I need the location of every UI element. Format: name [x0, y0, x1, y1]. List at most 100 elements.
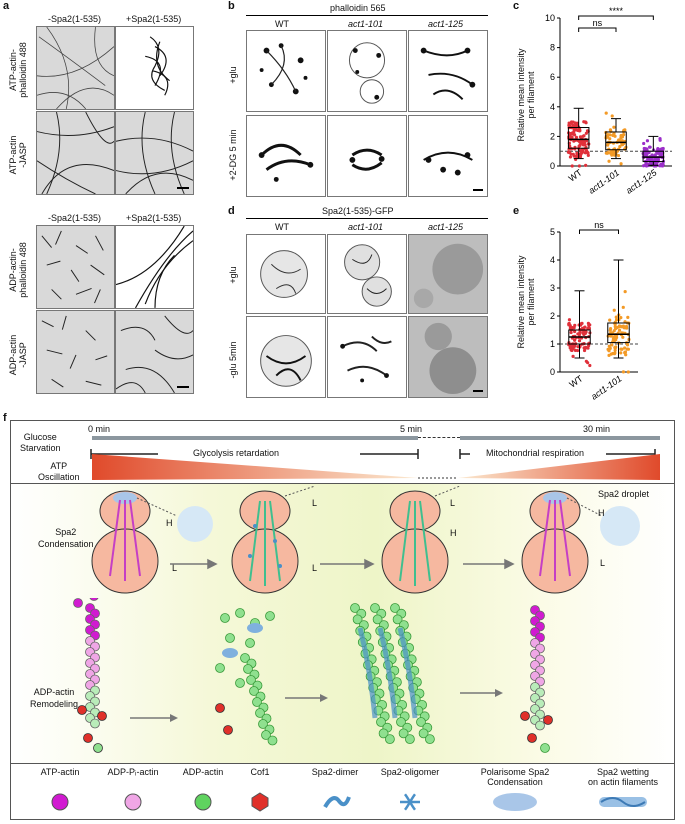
panel-b-row-2dg: +2-DG 5 min	[228, 129, 238, 181]
micrograph-adp-jasp-minus	[36, 310, 115, 394]
legend-label: ADP-actin	[182, 767, 224, 777]
micrograph-d-wt-glu	[246, 234, 326, 314]
data-point	[619, 351, 623, 355]
data-point	[582, 346, 586, 350]
time-30min: 30 min	[583, 424, 611, 434]
data-point	[586, 321, 591, 325]
legend-label: Cof1	[250, 767, 270, 777]
micrograph-atp-jasp-minus	[36, 111, 115, 195]
micrograph-d-101-glu	[327, 234, 407, 314]
significance-label: ****	[609, 6, 624, 16]
micrograph-b-wt-2dg	[246, 115, 326, 197]
data-point	[572, 133, 577, 137]
micrograph-adp-jasp-plus	[115, 310, 194, 394]
data-point	[620, 143, 624, 147]
data-point	[623, 350, 628, 354]
panel-a-col-minus: -Spa2(1-535)	[48, 14, 102, 24]
data-point	[641, 164, 646, 168]
h-label-1: H	[166, 518, 173, 528]
data-point	[607, 147, 611, 151]
svg-text:L: L	[312, 563, 317, 573]
data-point	[616, 153, 621, 158]
data-point	[612, 329, 616, 333]
data-point	[610, 343, 614, 347]
legend-label: Polarisome Spa2 Condensation	[480, 767, 550, 787]
legend-item-6: Polarisome Spa2 Condensation	[470, 767, 560, 815]
glycolysis-retardation-label: Glycolysis retardation	[193, 448, 280, 458]
actin-remodeling-row	[73, 598, 553, 753]
ytick-label: 1	[550, 339, 555, 349]
data-point	[613, 348, 617, 352]
svg-text:L: L	[172, 563, 177, 573]
data-point	[626, 370, 630, 374]
panel-d-row-glu: +glu	[228, 266, 238, 284]
panel-d-header: Spa2(1-535)-GFP	[322, 206, 394, 216]
data-point	[570, 164, 574, 168]
data-point	[617, 328, 622, 332]
legend-item-5: Spa2-oligomer	[365, 767, 455, 815]
ytick-label: 0	[550, 161, 555, 171]
ytick-label: 2	[550, 311, 555, 321]
spa2-oligomer-icon	[400, 793, 420, 811]
data-point	[577, 333, 582, 337]
panel-e-letter: e	[513, 205, 520, 217]
time-0min: 0 min	[88, 424, 111, 434]
data-point	[578, 135, 583, 139]
legend-item-7: Spa2 wetting on actin filaments	[578, 767, 668, 815]
data-point	[576, 128, 580, 132]
data-point	[621, 305, 625, 309]
legend-label: ATP-actin	[40, 767, 80, 777]
data-point	[620, 139, 624, 143]
data-point	[586, 327, 590, 331]
micrograph-atp-phalloidin-minus	[36, 26, 115, 110]
data-point	[604, 111, 608, 115]
data-point	[568, 155, 573, 159]
data-point	[622, 128, 626, 132]
data-point	[573, 121, 577, 125]
data-point	[658, 164, 662, 168]
panel-a-letter: a	[3, 0, 10, 12]
micrograph-b-101-2dg	[327, 115, 407, 197]
adp-pi-sphere-icon	[124, 793, 142, 811]
panel-e-ylabel: Relative mean intensity per filament	[516, 255, 536, 349]
data-point	[653, 153, 658, 157]
data-point	[648, 158, 652, 162]
data-point	[643, 148, 647, 152]
data-point	[609, 129, 613, 133]
legend-item-3: Cof1	[215, 767, 305, 815]
data-point	[614, 315, 618, 319]
data-point	[614, 345, 618, 349]
condensation-ellipse-icon	[493, 793, 537, 811]
svg-text:H: H	[450, 528, 457, 538]
data-point	[581, 134, 585, 138]
data-point	[569, 121, 573, 126]
data-point	[645, 151, 650, 155]
svg-text:L: L	[312, 498, 317, 508]
micrograph-d-wt-minus-glu	[246, 316, 326, 398]
panel-d-col-wt: WT	[275, 222, 289, 232]
panel-c-letter: c	[513, 0, 520, 12]
panel-b-col-act1-101: act1-101	[348, 19, 384, 29]
panel-f-frame	[10, 420, 675, 820]
data-point	[567, 322, 571, 326]
data-point	[645, 139, 650, 143]
data-point	[577, 164, 582, 168]
panel-d-col-act1-101: act1-101	[348, 222, 384, 232]
mitochondrial-respiration-label: Mitochondrial respiration	[486, 448, 585, 458]
data-point	[607, 349, 611, 353]
category-label: WT	[567, 167, 585, 184]
legend-item-2: ADP-actin	[158, 767, 248, 815]
atp-oscillation-wedges	[92, 454, 660, 480]
panel-a-row-label-3: ADP-actin- phalloidin 488	[8, 242, 28, 298]
data-point	[622, 326, 627, 330]
data-point	[658, 138, 662, 142]
data-point	[567, 318, 572, 322]
data-point	[609, 352, 613, 356]
data-point	[586, 153, 590, 157]
panel-b-letter: b	[228, 0, 235, 12]
ytick-label: 4	[550, 102, 555, 112]
data-point	[614, 318, 619, 322]
data-point	[571, 345, 575, 349]
panel-b-header: phalloidin 565	[330, 3, 386, 13]
svg-text:L: L	[600, 558, 605, 568]
